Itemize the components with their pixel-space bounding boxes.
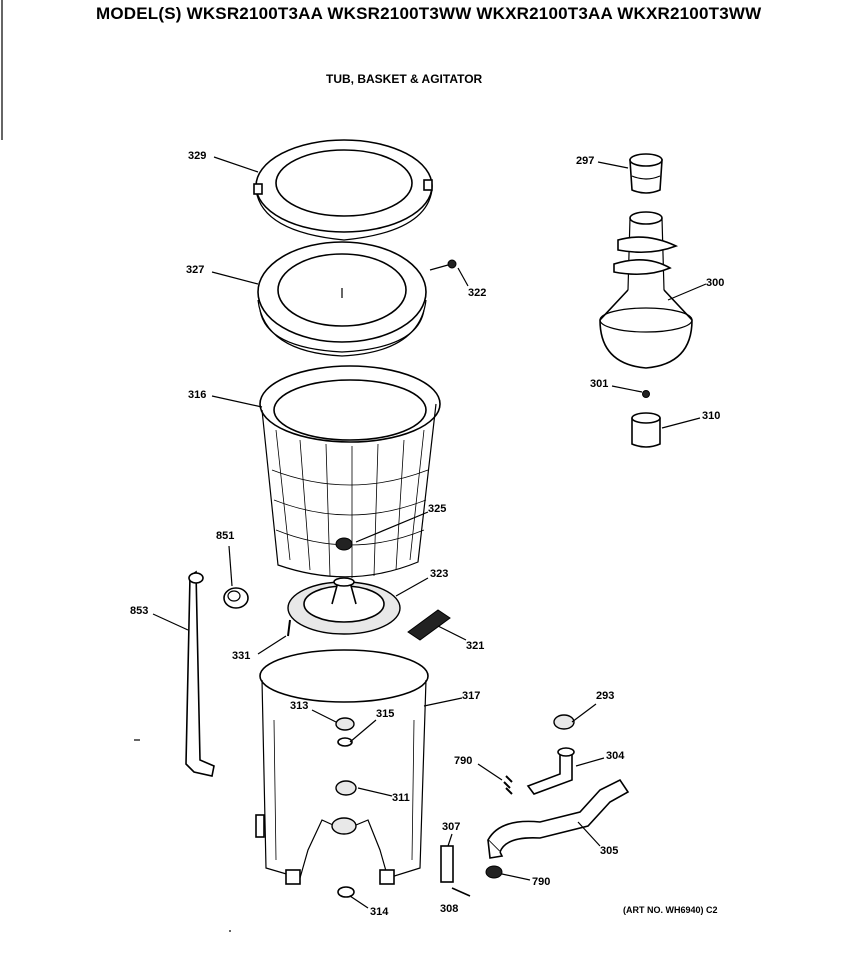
part-325-hub[interactable] [335, 537, 353, 551]
part-label-853: 853 [130, 605, 149, 617]
part-label-304: 304 [606, 750, 625, 762]
part-label-790-lower: 790 [532, 876, 551, 888]
part-label-851: 851 [216, 530, 235, 542]
part-321-clip[interactable] [407, 609, 451, 641]
part-label-325: 325 [428, 503, 447, 515]
part-label-293: 293 [596, 690, 615, 702]
part-label-308: 308 [440, 903, 459, 915]
part-label-323: 323 [430, 568, 449, 580]
part-label-313: 313 [290, 700, 309, 712]
part-853-hose[interactable] [185, 570, 215, 777]
part-329-tub-cover[interactable] [253, 139, 433, 241]
part-label-305: 305 [600, 845, 619, 857]
part-305-drain-hose[interactable] [487, 778, 630, 859]
part-323-basket-hub[interactable] [287, 577, 401, 635]
part-301-nut[interactable] [642, 390, 650, 398]
part-293-clamp[interactable] [553, 714, 575, 730]
part-label-316: 316 [188, 389, 207, 401]
part-331-screw[interactable] [287, 619, 291, 637]
part-label-314: 314 [370, 906, 389, 918]
part-790-clamp-lower[interactable] [485, 865, 503, 879]
part-label-322: 322 [468, 287, 487, 299]
part-851-cap[interactable] [223, 587, 249, 609]
part-label-327: 327 [186, 264, 205, 276]
part-label-301: 301 [590, 378, 609, 390]
part-315-washer[interactable] [337, 737, 353, 747]
part-313-seal[interactable] [335, 717, 355, 731]
part-label-331: 331 [232, 650, 251, 662]
part-297-agitator-cap[interactable] [629, 153, 663, 194]
part-307-bracket[interactable] [440, 845, 454, 883]
part-317-outer-tub[interactable] [255, 649, 429, 885]
art-number: (ART NO. WH6940) C2 [623, 905, 718, 915]
model-numbers-title: MODEL(S) WKSR2100T3AA WKSR2100T3WW WKXR2… [96, 4, 762, 23]
part-300-agitator[interactable] [599, 211, 693, 369]
part-label-790-upper: 790 [454, 755, 473, 767]
part-label-297: 297 [576, 155, 595, 167]
part-label-321: 321 [466, 640, 485, 652]
part-label-317: 317 [462, 690, 481, 702]
part-label-310: 310 [702, 410, 721, 422]
part-314-o-ring[interactable] [337, 886, 355, 898]
part-label-311: 311 [392, 792, 410, 804]
part-327-balance-ring[interactable] [257, 241, 427, 357]
part-label-307: 307 [442, 821, 461, 833]
part-304-elbow-hose[interactable] [526, 747, 575, 795]
part-310-coupling[interactable] [631, 412, 661, 448]
part-322-screw[interactable] [429, 259, 457, 271]
part-label-300: 300 [706, 277, 725, 289]
part-label-329: 329 [188, 150, 207, 162]
tub-drain-fitting [331, 817, 357, 835]
part-308-screw[interactable] [451, 887, 471, 897]
part-311-bearing[interactable] [335, 780, 357, 796]
part-label-315: 315 [376, 708, 395, 720]
diagram-subtitle: TUB, BASKET & AGITATOR [326, 72, 483, 86]
part-790-clamp-upper[interactable] [503, 775, 513, 795]
part-316-basket[interactable] [259, 365, 441, 578]
leader-lines [152, 156, 707, 909]
